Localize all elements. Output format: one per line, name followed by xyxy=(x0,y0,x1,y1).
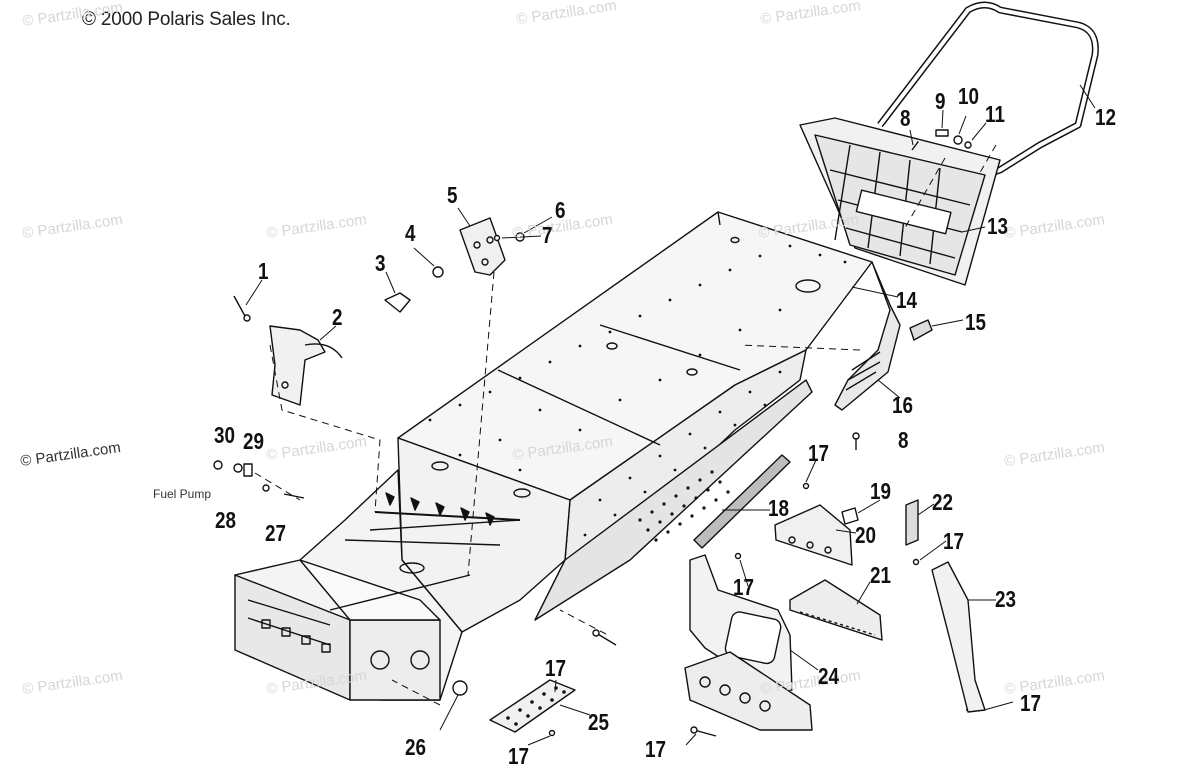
callout-4[interactable]: 4 xyxy=(405,220,416,246)
callout-27[interactable]: 27 xyxy=(265,520,286,546)
callout-1[interactable]: 1 xyxy=(258,258,269,284)
callout-2[interactable]: 2 xyxy=(332,304,343,330)
snow-flap-part-13 xyxy=(799,117,1001,286)
front-bulkhead xyxy=(234,469,521,701)
callout-21[interactable]: 21 xyxy=(870,562,891,588)
callout-19[interactable]: 19 xyxy=(870,478,891,504)
rear-bumper-part-12 xyxy=(877,1,1099,184)
callout-25[interactable]: 25 xyxy=(588,709,609,735)
side-panel-part-24 xyxy=(684,554,813,731)
callout-30[interactable]: 30 xyxy=(214,422,235,448)
callout-8[interactable]: 8 xyxy=(900,105,911,131)
callout-17[interactable]: 17 xyxy=(943,528,964,554)
callout-22[interactable]: 22 xyxy=(932,489,953,515)
callout-17[interactable]: 17 xyxy=(733,574,754,600)
callout-15[interactable]: 15 xyxy=(965,309,986,335)
callout-14[interactable]: 14 xyxy=(896,287,917,313)
callout-6[interactable]: 6 xyxy=(555,197,566,223)
callout-29[interactable]: 29 xyxy=(243,428,264,454)
callout-8[interactable]: 8 xyxy=(898,427,909,453)
assembly-dashed-lines xyxy=(254,144,997,706)
callout-16[interactable]: 16 xyxy=(892,392,913,418)
side-parts-19-23 xyxy=(774,499,986,713)
callout-20[interactable]: 20 xyxy=(855,522,876,548)
callout-11[interactable]: 11 xyxy=(985,101,1005,127)
callout-3[interactable]: 3 xyxy=(375,250,386,276)
callout-17[interactable]: 17 xyxy=(645,736,666,762)
callout-13[interactable]: 13 xyxy=(987,213,1008,239)
callout-17[interactable]: 17 xyxy=(545,655,566,681)
bracket-part-2 xyxy=(269,325,343,406)
callout-18[interactable]: 18 xyxy=(768,495,789,521)
vent-plate-part-25 xyxy=(489,679,576,733)
leader-lines xyxy=(245,84,1096,746)
copyright-notice: © 2000 Polaris Sales Inc. xyxy=(82,9,291,30)
callout-26[interactable]: 26 xyxy=(405,734,426,760)
fasteners xyxy=(213,129,979,737)
fuel-pump-label: Fuel Pump xyxy=(153,487,212,501)
chassis-tunnel xyxy=(397,211,873,633)
callout-24[interactable]: 24 xyxy=(818,663,839,689)
rear-corner-parts-14-16 xyxy=(834,261,933,411)
strip-part-18 xyxy=(693,454,791,549)
callout-10[interactable]: 10 xyxy=(958,83,979,109)
callout-12[interactable]: 12 xyxy=(1095,104,1116,130)
callout-17[interactable]: 17 xyxy=(808,440,829,466)
callout-17[interactable]: 17 xyxy=(1020,690,1041,716)
callout-28[interactable]: 28 xyxy=(215,507,236,533)
callout-7[interactable]: 7 xyxy=(542,222,553,248)
plate-part-5 xyxy=(459,217,506,276)
callout-5[interactable]: 5 xyxy=(447,182,458,208)
callout-23[interactable]: 23 xyxy=(995,586,1016,612)
callout-9[interactable]: 9 xyxy=(935,88,946,114)
callout-17[interactable]: 17 xyxy=(508,743,529,769)
